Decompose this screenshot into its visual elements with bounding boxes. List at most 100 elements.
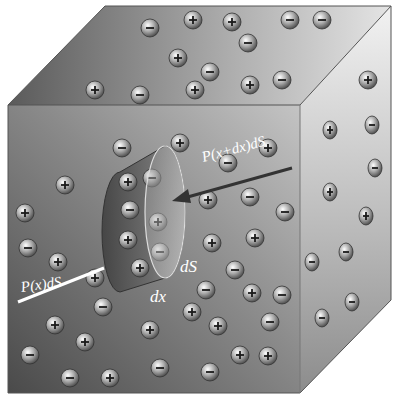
charge-sign [267, 352, 269, 360]
positive-ion [243, 284, 261, 302]
negative-ion [305, 253, 319, 271]
charge-sign [57, 258, 59, 266]
positive-ion [56, 176, 74, 194]
cube-edge [300, 105, 301, 393]
positive-ion [169, 49, 187, 67]
charge-sign [24, 247, 32, 249]
positive-ion [119, 231, 137, 249]
charge-sign [281, 211, 289, 213]
charge-sign [202, 289, 210, 291]
charge-sign [127, 178, 129, 186]
charge-sign [369, 124, 375, 126]
arrowhead [172, 189, 191, 203]
charge-sign [149, 326, 151, 334]
charge-sign [319, 317, 325, 319]
positive-ion [241, 76, 259, 94]
positive-ion [131, 259, 149, 277]
ion-sphere [56, 176, 74, 194]
charge-sign [179, 139, 181, 147]
ion-sphere [259, 347, 277, 365]
ion-sphere [201, 363, 219, 381]
positive-ion [119, 173, 137, 191]
charge-sign [217, 322, 219, 330]
charge-sign [139, 264, 141, 272]
ion-sphere [46, 316, 64, 334]
positive-ion [259, 347, 277, 365]
charge-sign [109, 374, 111, 382]
ion-sphere [61, 369, 79, 387]
charge-sign [249, 81, 251, 89]
charge-sign [329, 126, 331, 134]
ion-sphere [119, 173, 137, 191]
ion-sphere [365, 116, 379, 134]
charge-sign [349, 301, 355, 303]
negative-ion [151, 359, 169, 377]
ion-sphere [359, 71, 377, 89]
charge-sign [24, 209, 26, 217]
positive-ion [203, 234, 221, 252]
ion-sphere [315, 309, 329, 327]
ion-sphere [345, 293, 359, 311]
charge-sign [146, 27, 154, 29]
ion-sphere [201, 63, 219, 81]
charge-sign [246, 196, 254, 198]
negative-ion [281, 11, 299, 29]
negative-ion [113, 139, 131, 157]
charge-sign [136, 94, 144, 96]
ion-sphere [241, 188, 259, 206]
negative-ion [141, 19, 159, 37]
ion-sphere [241, 76, 259, 94]
positive-ion [16, 204, 34, 222]
negative-ion [339, 243, 353, 261]
cylinder-body [102, 146, 185, 292]
ion-sphere [273, 286, 291, 304]
charge-sign [177, 54, 179, 62]
ion-sphere [151, 359, 169, 377]
ion-sphere [16, 204, 34, 222]
charge-sign [251, 289, 253, 297]
ion-sphere [281, 11, 299, 29]
charge-sign [191, 308, 193, 316]
charge-sign [127, 236, 129, 244]
ion-sphere [19, 239, 37, 257]
ion-sphere [94, 298, 112, 316]
charge-sign [244, 42, 252, 44]
charge-sign [94, 86, 96, 94]
ion-sphere [141, 321, 159, 339]
cylinder-cap [145, 146, 185, 278]
charge-sign [329, 188, 331, 196]
charge-sign [231, 18, 233, 26]
positive-ion [46, 316, 64, 334]
ion-sphere [203, 234, 221, 252]
negative-ion [94, 298, 112, 316]
negative-ion [273, 286, 291, 304]
charge-sign [206, 71, 214, 73]
charge-sign [156, 367, 164, 369]
ion-sphere [323, 183, 337, 201]
ion-sphere [184, 11, 202, 29]
negative-ion [273, 71, 291, 89]
cube-edges [8, 6, 391, 393]
ion-sphere [239, 34, 257, 52]
ion-sphere [276, 203, 294, 221]
positive-ion [76, 333, 94, 351]
charge-sign [224, 162, 232, 164]
negative-ion [241, 188, 259, 206]
positive-ion [141, 321, 159, 339]
negative-ion [21, 346, 39, 364]
ion-sphere [169, 49, 187, 67]
charge-sign [231, 269, 239, 271]
negative-ion [345, 293, 359, 311]
negative-ion [315, 309, 329, 327]
charge-sign [365, 212, 367, 220]
negative-ion [131, 86, 149, 104]
positive-ion [246, 229, 264, 247]
thickness-label: dx [150, 288, 166, 305]
negative-ion [121, 201, 139, 219]
cube-front-face [8, 105, 300, 393]
negative-ion [201, 63, 219, 81]
positive-ion [186, 81, 204, 99]
positive-ion [101, 369, 119, 387]
charge-sign [278, 79, 286, 81]
cube-right-face [300, 6, 391, 393]
